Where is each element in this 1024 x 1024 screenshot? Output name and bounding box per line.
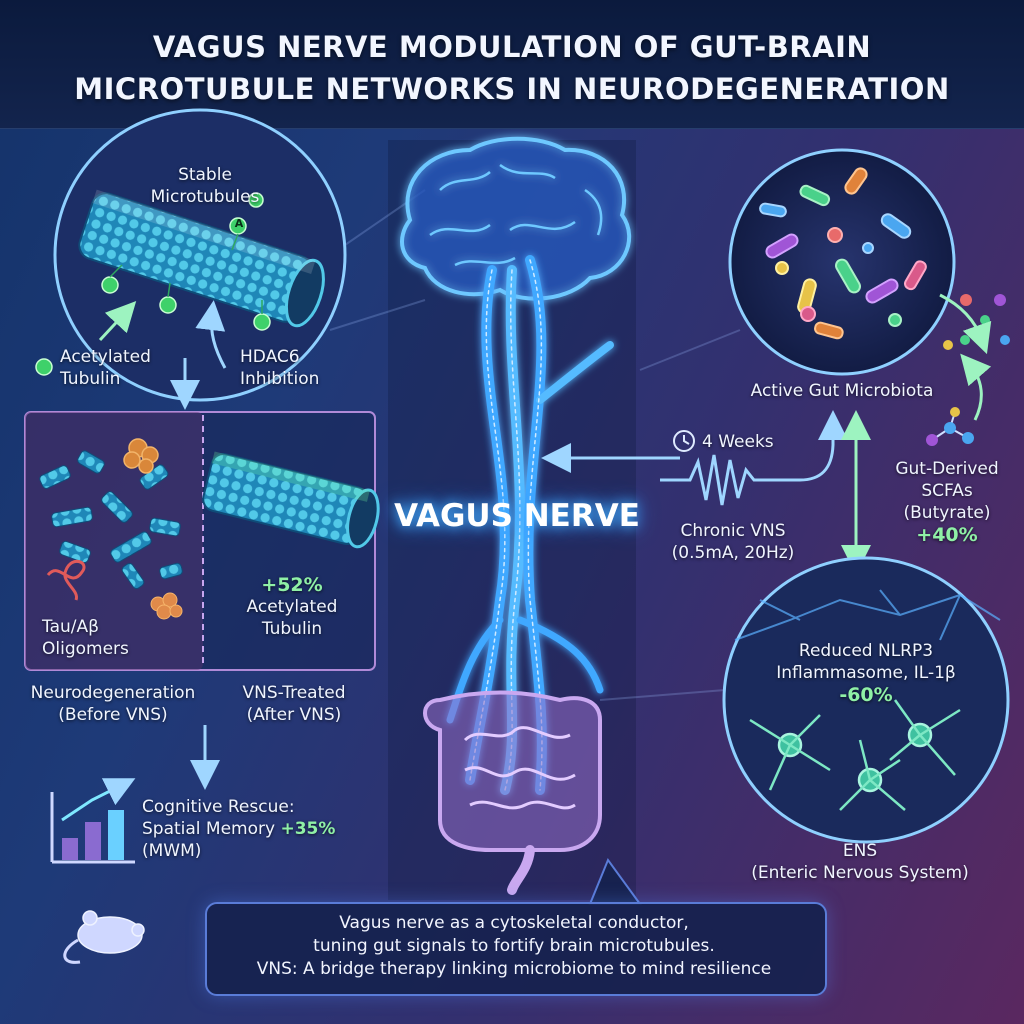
intact-microtubule-icon bbox=[202, 451, 380, 549]
acetylated-tubulin-label: Acetylated Tubulin bbox=[60, 346, 190, 390]
ens-magnifier bbox=[722, 556, 1010, 844]
acetylated-increase-value: +52% bbox=[261, 574, 323, 596]
after-vns-caption: VNS-Treated (After VNS) bbox=[214, 682, 374, 726]
scfa-label: Gut-Derived SCFAs (Butyrate) +40% bbox=[872, 458, 1022, 546]
tau-tangle-icon bbox=[46, 559, 86, 601]
acetylated-increase-line-2: Tubulin bbox=[261, 619, 323, 639]
summary-text: Vagus nerve as a cytoskeletal conductor,… bbox=[210, 912, 818, 981]
chronic-vns-line-1: Chronic VNS bbox=[680, 521, 786, 541]
before-caption-line-1: Neurodegeneration bbox=[30, 683, 196, 703]
protein-aggregate-icon bbox=[123, 438, 159, 474]
acetylated-tubulin-line-1: Acetylated bbox=[60, 347, 151, 367]
page-title: VAGUS NERVE MODULATION OF GUT-BRAIN MICR… bbox=[20, 26, 1004, 110]
vns-waveform bbox=[660, 410, 848, 506]
stable-microtubule-icon bbox=[78, 189, 325, 331]
ens-line-2: Inflammasome, IL-1β bbox=[776, 663, 956, 683]
after-caption-line-1: VNS-Treated bbox=[242, 683, 346, 703]
summary-line-2: tuning gut signals to fortify brain micr… bbox=[313, 936, 715, 956]
inflammation-value: -60% bbox=[839, 684, 893, 706]
gut-microbiota-magnifier bbox=[728, 148, 956, 376]
hdac6-line-2: Inhibition bbox=[240, 369, 320, 389]
title-line-2: MICROTUBULE NETWORKS IN NEURODEGENERATIO… bbox=[74, 72, 950, 106]
microtubule-heading-line-2: Microtubules bbox=[150, 187, 260, 207]
scfa-return-arrow bbox=[960, 353, 992, 421]
oligomers-line-1: Tau/Aβ bbox=[42, 617, 99, 637]
bacteria-icon bbox=[759, 167, 927, 340]
mouse-icon bbox=[63, 910, 145, 964]
summary-line-3: VNS: A bridge therapy linking microbiome… bbox=[256, 959, 772, 979]
bar-chart-icon bbox=[50, 778, 136, 864]
chronic-vns-label: Chronic VNS (0.5mA, 20Hz) bbox=[638, 520, 828, 564]
before-vns-caption: Neurodegeneration (Before VNS) bbox=[10, 682, 216, 726]
duration-label: 4 Weeks bbox=[702, 432, 774, 452]
oligomers-line-2: Oligomers bbox=[42, 639, 129, 659]
chronic-vns-line-2: (0.5mA, 20Hz) bbox=[671, 543, 795, 563]
oligomers-label: Tau/Aβ Oligomers bbox=[42, 616, 192, 660]
ens-caption-line-2: (Enteric Nervous System) bbox=[751, 863, 969, 883]
cognitive-line-2-text: Spatial Memory bbox=[142, 819, 281, 839]
after-caption-line-2: (After VNS) bbox=[246, 705, 342, 725]
acetyl-marker-label: A bbox=[234, 217, 244, 230]
cognitive-line-3: (MWM) bbox=[142, 841, 202, 861]
ens-line-1: Reduced NLRP3 bbox=[798, 641, 934, 661]
intestine-icon bbox=[423, 690, 602, 895]
zoom-line-ens bbox=[599, 689, 726, 701]
title-bar bbox=[0, 0, 1024, 129]
summary-line-1: Vagus nerve as a cytoskeletal conductor, bbox=[339, 913, 689, 933]
ens-caption: ENS (Enteric Nervous System) bbox=[700, 840, 1020, 884]
fragmented-microtubule-icon bbox=[39, 450, 183, 590]
acetylation-arrow bbox=[98, 301, 137, 342]
microtubule-heading: Stable Microtubules bbox=[120, 164, 290, 208]
brain-icon bbox=[400, 136, 632, 301]
cognitive-line-1: Cognitive Rescue: bbox=[142, 797, 295, 817]
microtubule-heading-line-1: Stable bbox=[178, 165, 232, 185]
scfa-line-1: Gut-Derived bbox=[895, 459, 999, 479]
summary-box bbox=[205, 902, 827, 996]
hdac6-line-1: HDAC6 bbox=[240, 347, 300, 367]
before-caption-line-2: (Before VNS) bbox=[58, 705, 168, 725]
comparison-panel bbox=[24, 411, 380, 671]
ens-caption-line-1: ENS bbox=[842, 841, 878, 861]
acetylated-increase-line-1: Acetylated bbox=[246, 597, 338, 617]
ens-inflammation-label: Reduced NLRP3 Inflammasome, IL-1β -60% bbox=[740, 640, 992, 706]
cognitive-line-2: Spatial Memory +35% bbox=[142, 818, 382, 840]
title-line-1: VAGUS NERVE MODULATION OF GUT-BRAIN bbox=[152, 30, 872, 64]
acetylated-increase-label: +52% Acetylated Tubulin bbox=[212, 574, 372, 640]
zoom-line-gut bbox=[639, 329, 741, 371]
vagus-nerve-label: VAGUS NERVE bbox=[394, 498, 640, 534]
scfa-value: +40% bbox=[916, 524, 978, 546]
scfa-line-2: SCFAs bbox=[921, 481, 973, 501]
cognitive-rescue-label: Cognitive Rescue: Spatial Memory +35% (M… bbox=[142, 796, 382, 862]
oligomer-cluster-icon bbox=[150, 592, 183, 620]
acetylated-tubulin-line-2: Tubulin bbox=[60, 369, 121, 389]
spatial-memory-value: +35% bbox=[280, 819, 336, 839]
neuron-icon bbox=[749, 699, 961, 811]
microbiota-to-scfa-arrow bbox=[939, 293, 992, 355]
microbiota-label: Active Gut Microbiota bbox=[750, 381, 934, 401]
acetyl-dot-icon bbox=[35, 358, 53, 376]
hdac6-inhibition-label: HDAC6 Inhibition bbox=[240, 346, 360, 390]
hdac6-arrow bbox=[195, 300, 227, 369]
clock-icon bbox=[673, 430, 695, 452]
scfa-line-3: (Butyrate) bbox=[903, 503, 991, 523]
